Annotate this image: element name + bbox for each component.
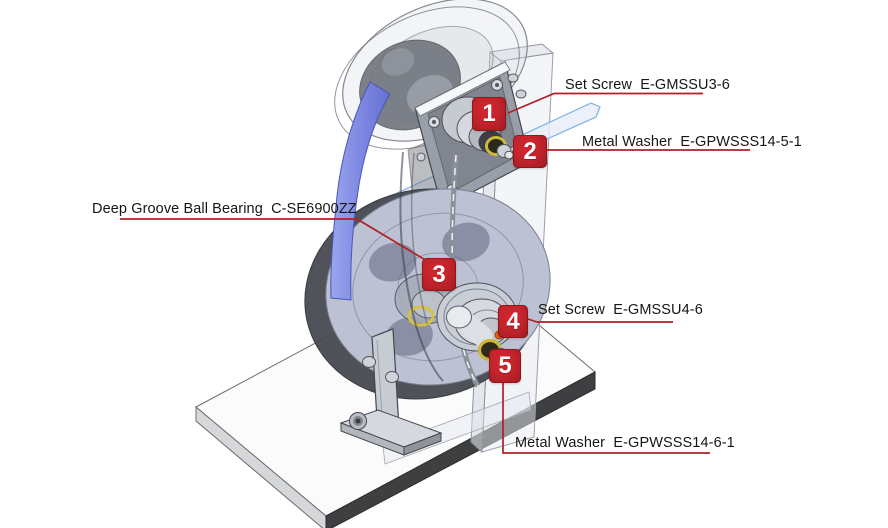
- label-set-screw-1: Set Screw E-GMSSU3-6: [565, 77, 730, 93]
- label-set-screw-4: Set Screw E-GMSSU4-6: [538, 302, 703, 318]
- leader-5: [502, 380, 710, 454]
- leader-lines: [120, 92, 750, 454]
- callout-badge-4: 4: [498, 305, 528, 338]
- support-bracket: [339, 328, 443, 456]
- label-metal-washer-2: Metal Washer E-GPWSSS14-5-1: [582, 134, 802, 150]
- bearing-ring-highlight: [407, 305, 435, 327]
- leader-4: [527, 318, 673, 323]
- callout-badge-2: 2: [513, 135, 547, 168]
- label-metal-washer-5: Metal Washer E-GPWSSS14-6-1: [515, 435, 735, 451]
- drive-belt: [330, 81, 391, 301]
- callout-badge-1: 1: [472, 97, 506, 131]
- callout-badge-3: 3: [422, 258, 456, 291]
- leader-1: [507, 92, 703, 114]
- callout-badge-5: 5: [489, 349, 521, 383]
- label-ball-bearing-3: Deep Groove Ball Bearing C-SE6900ZZ: [92, 201, 357, 217]
- leader-3: [120, 218, 428, 262]
